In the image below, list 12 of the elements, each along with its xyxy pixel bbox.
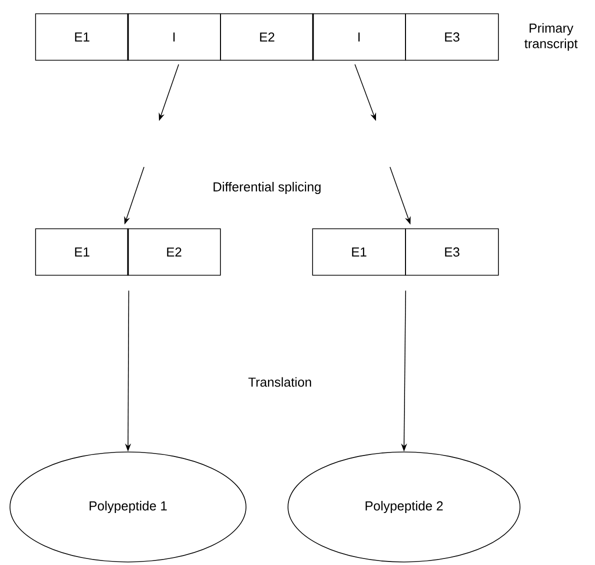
label: Translation — [248, 377, 312, 387]
exon-segment: I — [127, 13, 221, 61]
label: Differential splicing — [214, 182, 321, 194]
exon-segment: E2 — [127, 228, 221, 276]
exon-segment: E2 — [220, 13, 314, 61]
label: Primary transcript — [524, 23, 578, 51]
exon-segment: E1 — [312, 228, 406, 276]
exon-segment: E3 — [405, 13, 499, 61]
exon-segment: I — [312, 13, 406, 61]
exon-segment: E1 — [35, 228, 129, 276]
exon-segment: E3 — [405, 228, 499, 276]
exon-segment: E1 — [35, 13, 129, 61]
